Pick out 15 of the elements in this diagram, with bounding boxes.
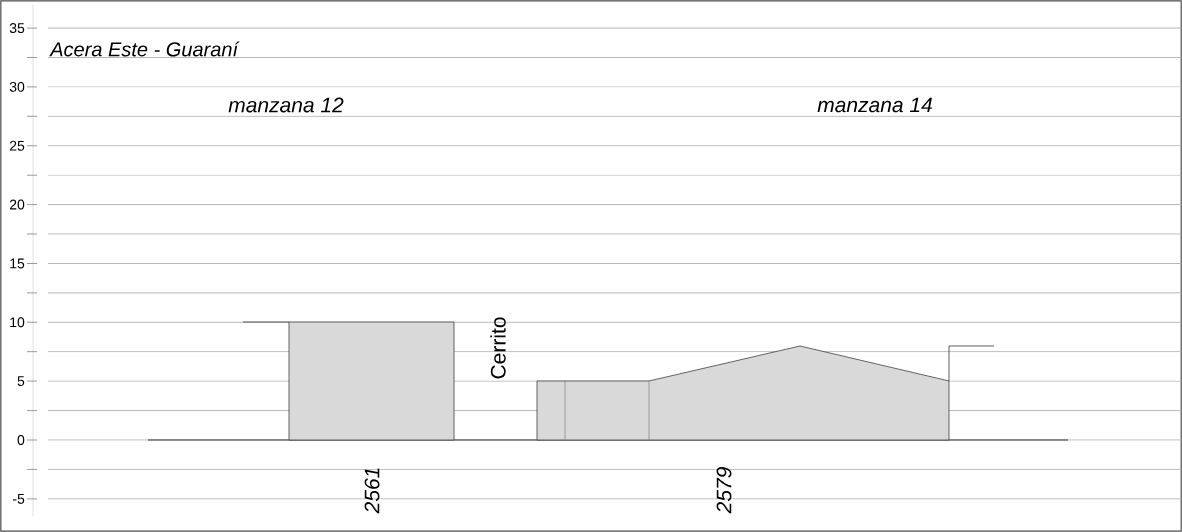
- house-number: 2579: [716, 467, 732, 514]
- tick-label: 10: [10, 317, 25, 328]
- tick-label: 30: [9, 81, 25, 92]
- tick-label: 5: [17, 376, 25, 386]
- house-number: 2561: [364, 468, 380, 514]
- street-label: Cerrito: [490, 317, 506, 379]
- block-label: manzana 14: [817, 97, 932, 113]
- block-label: manzana 12: [228, 97, 344, 113]
- title: Acera Este - Guaraní: [49, 41, 240, 57]
- tick-label: 15: [10, 258, 25, 269]
- tick-label: 35: [9, 23, 25, 34]
- tick-label: 0: [17, 435, 25, 445]
- tick-label: 25: [9, 140, 25, 151]
- tick-label: 20: [9, 199, 25, 210]
- tick-label: -5: [13, 494, 25, 504]
